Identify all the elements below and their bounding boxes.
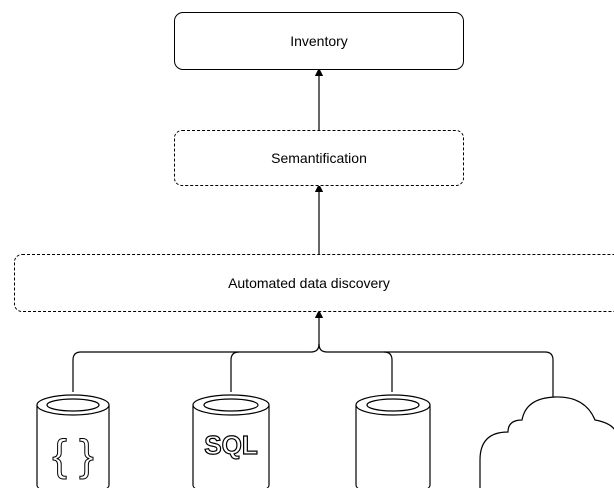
automated-data-discovery-label: Automated data discovery [228, 275, 390, 291]
sql-database-icon: SQL [192, 394, 270, 488]
database-icon [355, 394, 431, 488]
inventory-label: Inventory [290, 33, 348, 49]
automated-data-discovery-box: Automated data discovery [14, 254, 614, 312]
source-connectors [72, 343, 554, 402]
semantification-label: Semantification [271, 150, 367, 166]
inventory-box: Inventory [174, 12, 464, 70]
cloud-icon [479, 396, 614, 488]
semantification-box: Semantification [174, 130, 464, 186]
json-glyph: { } [52, 431, 94, 480]
json-database-icon: { } [36, 394, 110, 488]
sql-label: SQL [204, 430, 258, 460]
